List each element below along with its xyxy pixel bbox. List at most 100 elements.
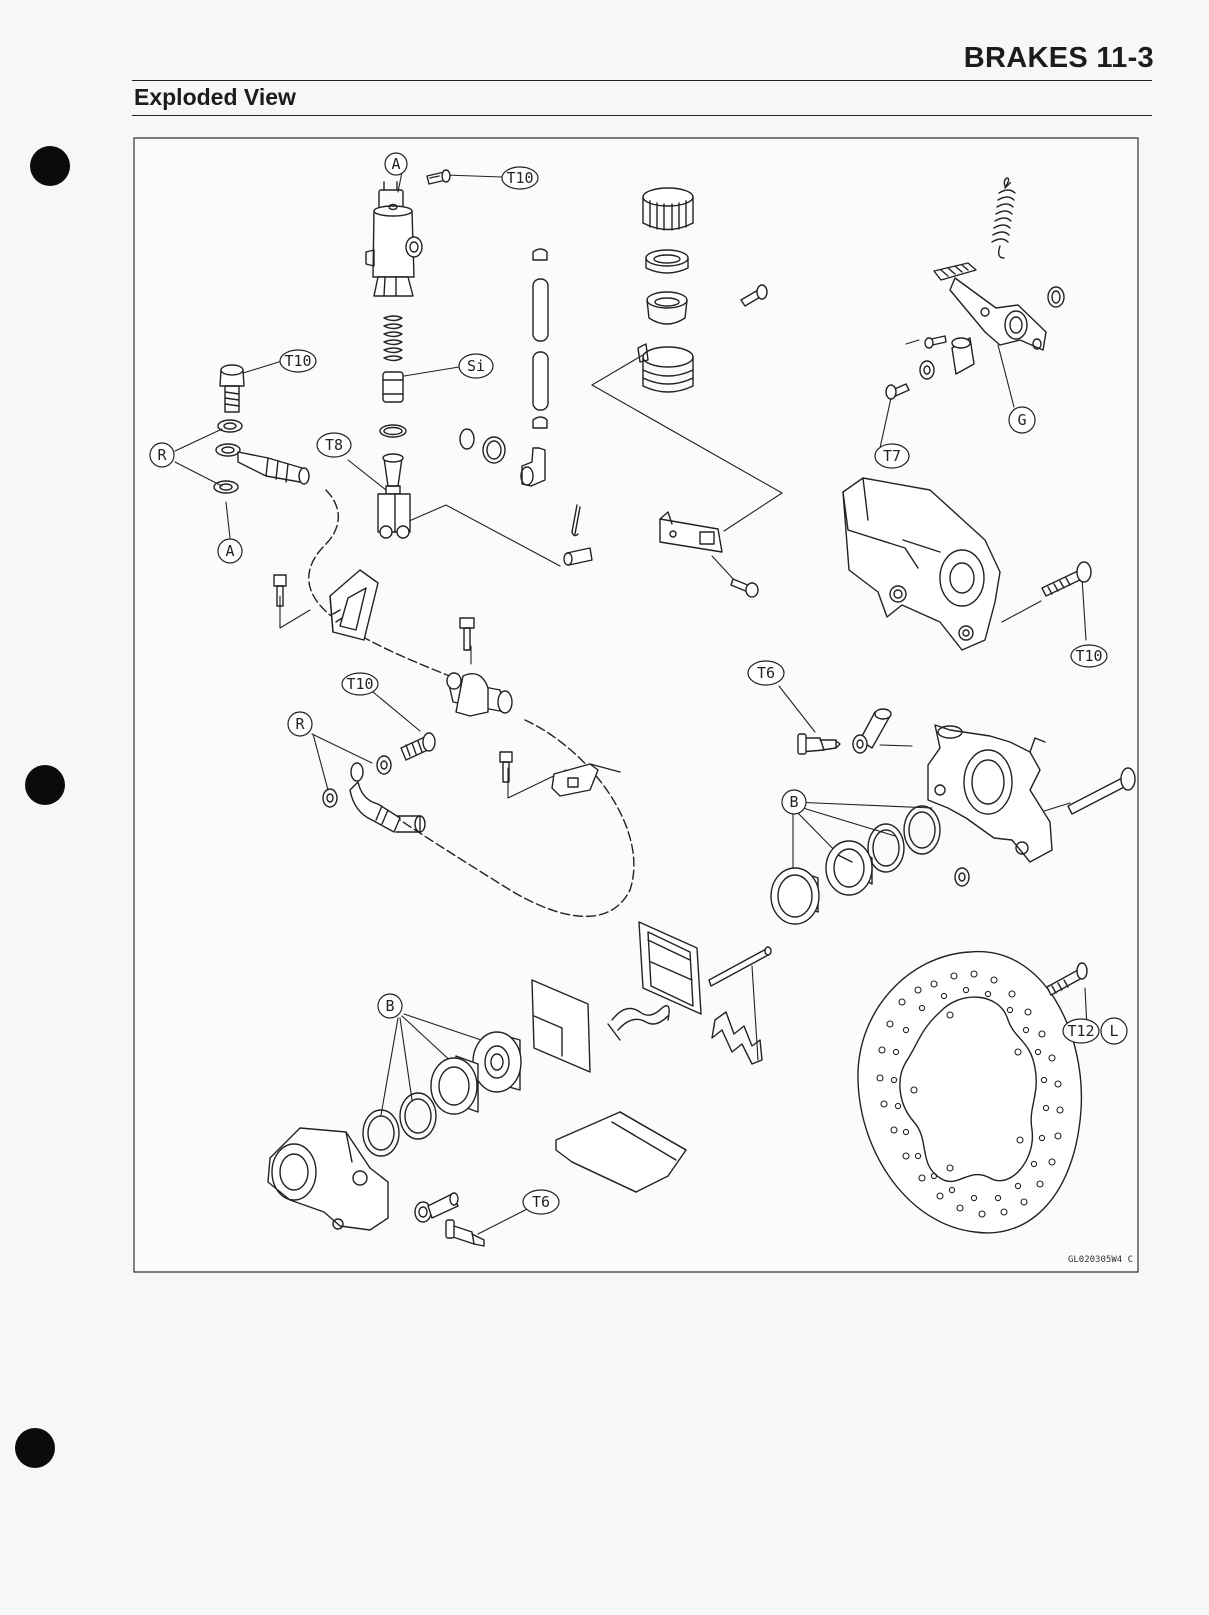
svg-text:T7: T7: [883, 447, 901, 465]
piston-seal-left-2: [362, 1109, 400, 1157]
gasket-middle-lower: [322, 788, 338, 808]
gasket-middle-upper: [376, 755, 392, 775]
reservoir-plate: [645, 249, 689, 274]
callout-t10-middle: T10: [341, 672, 379, 696]
bracket-bolt: [730, 578, 759, 598]
svg-text:T10: T10: [506, 169, 533, 187]
svg-text:T12: T12: [1067, 1022, 1094, 1040]
small-o-ring-right: [954, 867, 970, 887]
circlip: [379, 424, 407, 438]
pedal-bushing: [951, 337, 975, 375]
binder-hole-top: [30, 146, 70, 186]
callout-g: G: [1008, 406, 1036, 434]
svg-text:T8: T8: [325, 436, 343, 454]
callout-a-top: A: [384, 152, 408, 176]
callout-t6-bottom: T6: [522, 1189, 560, 1215]
banjo-bolt: [219, 364, 245, 413]
svg-text:R: R: [295, 715, 305, 733]
callout-t7: T7: [874, 443, 910, 469]
svg-text:T10: T10: [346, 675, 373, 693]
page-number: BRAKES 11-3: [963, 42, 1154, 74]
reservoir-cap: [642, 187, 694, 231]
hose-clamp: [446, 672, 513, 717]
disc-bolt: [1046, 962, 1088, 996]
banjo-hose-end-middle: [349, 762, 426, 833]
brake-pad-left: [531, 979, 591, 1073]
svg-text:L: L: [1109, 1022, 1118, 1040]
piston-right-1: [825, 840, 873, 896]
callout-t10-right: T10: [1070, 644, 1108, 668]
pedal-washer: [1047, 286, 1065, 308]
pad-pin: [708, 946, 772, 987]
brake-pedal: [933, 262, 1047, 351]
brake-disc: [857, 951, 1083, 1234]
pedal-washer-small: [919, 360, 935, 380]
banjo-hose-end: [215, 443, 310, 485]
gasket-upper: [217, 419, 243, 433]
gasket-lower: [213, 480, 239, 494]
callout-l: L: [1100, 1017, 1128, 1045]
anti-rattle-spring: [607, 1005, 670, 1041]
brake-pad-right: [638, 921, 702, 1015]
bleed-valve-cap-left: [414, 1192, 459, 1223]
callout-t10-banjo: T10: [279, 349, 317, 373]
svg-text:Si: Si: [467, 357, 485, 375]
master-cylinder-bolt: [426, 169, 451, 185]
return-spring: [991, 177, 1016, 259]
caliper-body-left: [267, 1127, 389, 1231]
hose-guide: [329, 569, 379, 641]
reservoir-hose: [520, 248, 549, 487]
svg-text:B: B: [789, 793, 798, 811]
bleed-valve-cap: [852, 708, 892, 754]
bleed-valve-right: [797, 733, 841, 755]
reservoir-body: [637, 343, 694, 393]
clamp-bolt-lower: [499, 751, 513, 783]
callout-si: Si: [458, 353, 494, 379]
piston-right-2: [770, 867, 820, 925]
piston-seal-left-1: [399, 1092, 437, 1140]
callout-t10-top: T10: [501, 166, 539, 190]
binder-hole-bottom: [15, 1428, 55, 1468]
piston-seal-right-2: [867, 823, 905, 873]
svg-text:T10: T10: [284, 352, 311, 370]
piston-left-1: [472, 1031, 522, 1093]
callout-b-right: B: [781, 789, 807, 815]
hose-guide-bolt: [273, 574, 287, 607]
piston-spring: [383, 315, 403, 362]
bleed-valve-left: [445, 1219, 485, 1247]
svg-text:T10: T10: [1075, 647, 1102, 665]
header-rule: [132, 80, 1152, 81]
piston-assembly: [382, 371, 404, 403]
push-rod-clevis: [377, 453, 411, 539]
svg-text:B: B: [385, 997, 394, 1015]
pedal-pivot-bolt: [885, 383, 910, 400]
piston-left-2: [430, 1055, 479, 1115]
hose-clamp-lower: [551, 763, 621, 797]
callout-r-upper: R: [149, 442, 175, 468]
callout-r-lower: R: [287, 711, 313, 737]
pad-spring-right: [711, 1011, 763, 1065]
banjo-bolt-middle: [400, 732, 436, 761]
master-cylinder: [365, 181, 423, 297]
snap-ring: [482, 436, 506, 464]
brake-hoses: [308, 489, 635, 918]
svg-text:T6: T6: [757, 664, 775, 682]
pedal-small-bolt: [924, 335, 947, 349]
callout-t8: T8: [316, 432, 352, 458]
title-rule: [132, 115, 1152, 116]
reservoir-bolt: [740, 284, 768, 307]
hose-clamp-bolt: [459, 617, 475, 651]
pad-cover: [555, 1111, 687, 1193]
cotter-pin-and-clevis-pin: [563, 504, 593, 566]
reservoir-diaphragm: [646, 291, 688, 325]
callout-b-left: B: [377, 993, 403, 1019]
svg-text:G: G: [1017, 411, 1026, 429]
svg-text:T6: T6: [532, 1193, 550, 1211]
caliper-body-right: [927, 724, 1053, 863]
binder-hole-middle: [25, 765, 65, 805]
svg-text:A: A: [391, 155, 400, 173]
callouts: A T10 T10 Si R T8 A T7 G T10 T10 R T6 B …: [149, 152, 1128, 1215]
caliper-bolt-right: [1067, 767, 1136, 815]
o-ring: [459, 428, 475, 450]
caliper-bracket: [842, 477, 1001, 651]
